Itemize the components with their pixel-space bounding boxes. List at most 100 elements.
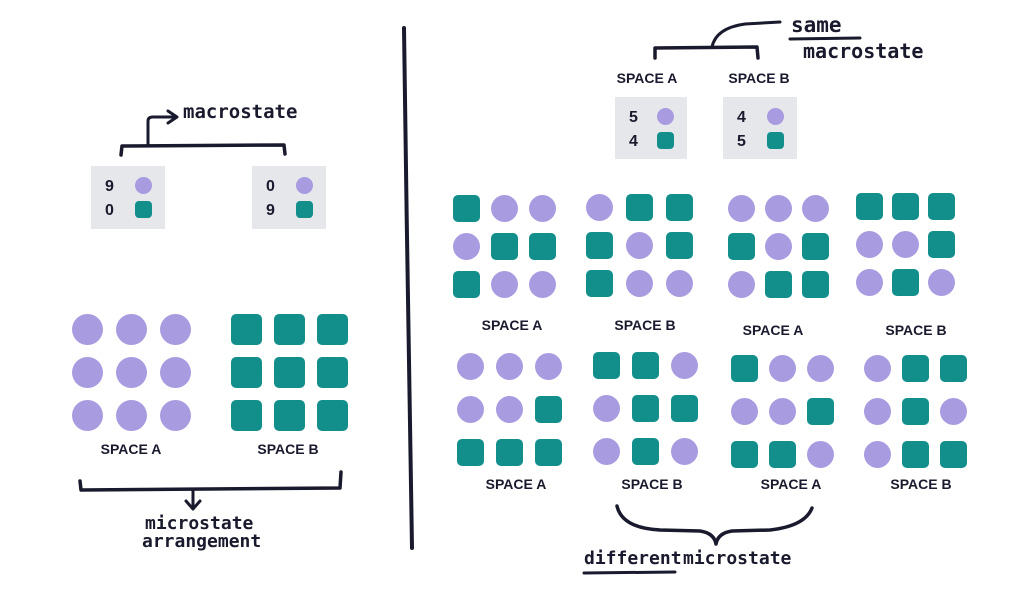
teal-square-token bbox=[856, 193, 883, 220]
annotation-same: same bbox=[791, 13, 842, 37]
teal-square-token bbox=[928, 231, 955, 258]
purple-circle-icon bbox=[135, 177, 152, 194]
purple-circle-token bbox=[593, 395, 620, 422]
purple-circle-token bbox=[72, 357, 103, 388]
space-label: SPACE B bbox=[885, 322, 947, 338]
teal-count: 0 bbox=[105, 202, 114, 219]
purple-circle-token bbox=[940, 398, 967, 425]
teal-square-icon bbox=[767, 132, 784, 149]
macrostate-arrow bbox=[146, 115, 177, 147]
purple-circle-token bbox=[626, 270, 653, 297]
purple-circle-token bbox=[457, 353, 484, 380]
teal-square-token bbox=[632, 438, 659, 465]
header-label-space-a: SPACE A bbox=[616, 70, 678, 86]
purple-circle-token bbox=[491, 195, 518, 222]
purple-circle-token bbox=[864, 398, 891, 425]
teal-square-token bbox=[731, 355, 758, 382]
teal-square-token bbox=[902, 398, 929, 425]
purple-circle-token bbox=[116, 357, 147, 388]
teal-square-token bbox=[940, 441, 967, 468]
teal-square-token bbox=[671, 395, 698, 422]
space-label: SPACE A bbox=[485, 476, 547, 492]
purple-circle-token bbox=[535, 353, 562, 380]
purple-circle-token bbox=[491, 271, 518, 298]
purple-circle-token bbox=[728, 271, 755, 298]
microstate-arrowhead bbox=[184, 499, 202, 511]
purple-circle-token bbox=[116, 400, 147, 431]
space-label: SPACE B bbox=[890, 476, 952, 492]
different-underline bbox=[582, 570, 677, 575]
teal-square-token bbox=[453, 195, 480, 222]
teal-square-token bbox=[231, 357, 262, 388]
different-brace bbox=[615, 504, 814, 546]
space-label: SPACE B bbox=[621, 476, 683, 492]
teal-square-token bbox=[928, 193, 955, 220]
space-label: SPACE A bbox=[760, 476, 822, 492]
teal-count: 4 bbox=[629, 133, 638, 150]
teal-square-token bbox=[274, 400, 305, 431]
space-label: SPACE B bbox=[257, 441, 319, 457]
teal-square-token bbox=[317, 314, 348, 345]
teal-square-token bbox=[496, 439, 523, 466]
annotation-different: different bbox=[584, 548, 682, 569]
purple-count: 9 bbox=[105, 178, 114, 195]
teal-square-token bbox=[632, 352, 659, 379]
teal-square-token bbox=[807, 398, 834, 425]
teal-square-token bbox=[317, 400, 348, 431]
purple-circle-token bbox=[769, 355, 796, 382]
same-bracket bbox=[653, 45, 760, 60]
teal-square-token bbox=[274, 314, 305, 345]
teal-square-token bbox=[666, 232, 693, 259]
annotation-microstate-right: microstate bbox=[683, 548, 792, 569]
teal-square-token bbox=[457, 439, 484, 466]
purple-circle-token bbox=[807, 441, 834, 468]
purple-circle-icon bbox=[657, 108, 674, 125]
macrostate-arrowhead bbox=[166, 109, 179, 125]
teal-square-token bbox=[274, 357, 305, 388]
annotation-macrostate: macrostate bbox=[183, 101, 298, 123]
purple-circle-token bbox=[807, 355, 834, 382]
teal-square-token bbox=[765, 271, 792, 298]
space-label: SPACE A bbox=[481, 317, 543, 333]
space-label: SPACE B bbox=[614, 317, 676, 333]
purple-circle-token bbox=[666, 270, 693, 297]
purple-count: 0 bbox=[266, 178, 275, 195]
purple-circle-token bbox=[626, 232, 653, 259]
purple-circle-token bbox=[529, 271, 556, 298]
purple-circle-token bbox=[928, 269, 955, 296]
teal-count: 9 bbox=[266, 202, 275, 219]
teal-count: 5 bbox=[737, 133, 746, 150]
teal-square-token bbox=[728, 233, 755, 260]
teal-square-token bbox=[892, 193, 919, 220]
macrostate-bracket bbox=[119, 143, 287, 157]
purple-circle-token bbox=[72, 314, 103, 345]
same-connector bbox=[710, 20, 782, 49]
annotation-arrangement: arrangement bbox=[142, 531, 262, 552]
same-underline bbox=[788, 36, 862, 41]
teal-square-icon bbox=[296, 201, 313, 218]
purple-circle-token bbox=[72, 400, 103, 431]
purple-circle-token bbox=[802, 195, 829, 222]
teal-square-token bbox=[632, 395, 659, 422]
purple-circle-token bbox=[765, 195, 792, 222]
teal-square-token bbox=[892, 269, 919, 296]
purple-circle-icon bbox=[296, 177, 313, 194]
teal-square-token bbox=[453, 271, 480, 298]
teal-square-token bbox=[231, 400, 262, 431]
space-label: SPACE A bbox=[100, 441, 162, 457]
teal-square-token bbox=[802, 233, 829, 260]
purple-count: 5 bbox=[629, 109, 638, 126]
header-label-space-b: SPACE B bbox=[728, 70, 790, 86]
teal-square-token bbox=[317, 357, 348, 388]
annotation-microstate: microstate bbox=[145, 513, 254, 534]
purple-circle-token bbox=[496, 353, 523, 380]
teal-square-token bbox=[666, 194, 693, 221]
teal-square-token bbox=[626, 194, 653, 221]
purple-circle-token bbox=[116, 314, 147, 345]
teal-square-token bbox=[940, 355, 967, 382]
teal-square-token bbox=[902, 355, 929, 382]
purple-count: 4 bbox=[737, 109, 746, 126]
